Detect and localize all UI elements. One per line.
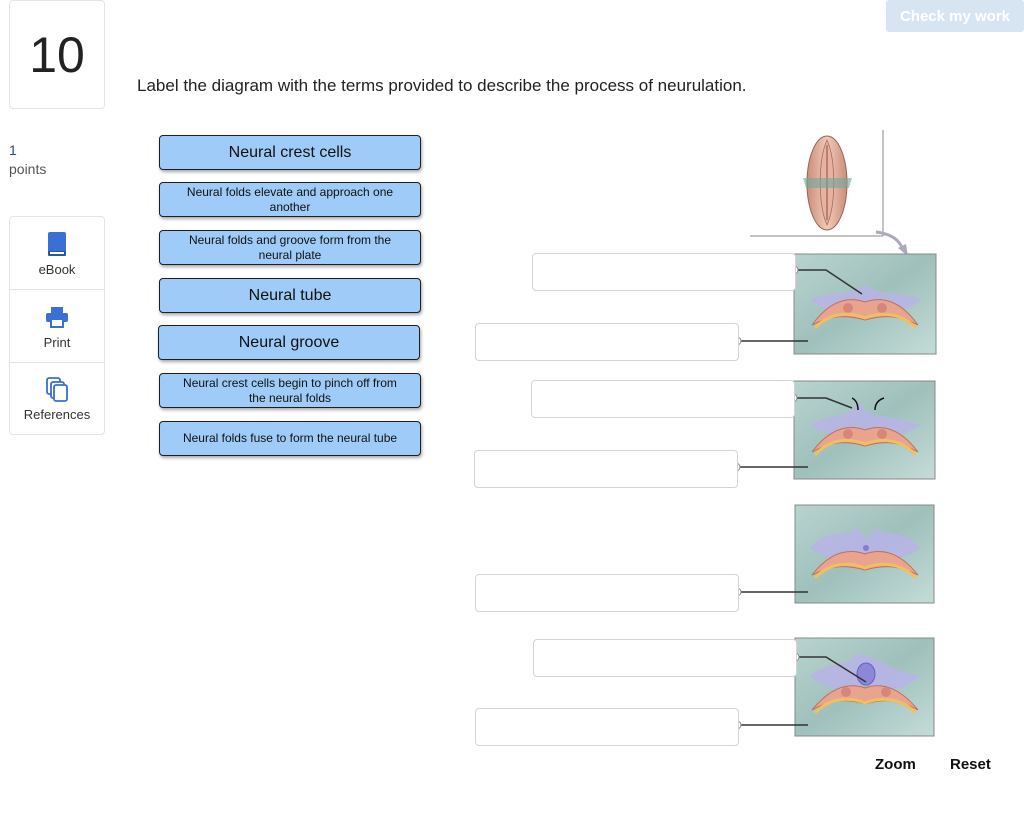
- embryo-overview-image: [750, 130, 908, 256]
- term-crest-cells-pinch-off[interactable]: Neural crest cells begin to pinch off fr…: [159, 373, 421, 408]
- label-dropzone-6[interactable]: [533, 639, 797, 677]
- label-dropzone-3[interactable]: [531, 380, 795, 418]
- term-folds-fuse[interactable]: Neural folds fuse to form the neural tub…: [159, 421, 421, 456]
- instruction-text: Label the diagram with the terms provide…: [137, 76, 747, 95]
- leader-lines: [736, 269, 867, 726]
- references-label: References: [23, 407, 91, 422]
- ebook-button[interactable]: eBook: [10, 217, 104, 290]
- neurulation-diagram: [731, 130, 937, 737]
- print-label: Print: [43, 334, 71, 350]
- term-neural-groove[interactable]: Neural groove: [158, 325, 420, 360]
- label-dropzone-4[interactable]: [474, 450, 738, 488]
- printer-icon: [45, 303, 69, 331]
- reset-button[interactable]: Reset: [950, 756, 991, 773]
- term-neural-folds-groove-form[interactable]: Neural folds and groove form from the ne…: [159, 230, 421, 265]
- side-tools: eBook Print References: [9, 216, 105, 435]
- label-dropzone-7[interactable]: [475, 708, 739, 746]
- label-dropzone-1[interactable]: [532, 253, 796, 291]
- check-my-work-button[interactable]: Check my work: [886, 0, 1024, 32]
- ebook-label: eBook: [38, 261, 76, 277]
- points-info: 1 points: [9, 141, 46, 179]
- references-button[interactable]: References: [10, 363, 104, 434]
- stage-panel-4: [794, 637, 935, 737]
- stage-panel-3: [794, 504, 935, 604]
- term-neural-crest-cells[interactable]: Neural crest cells: [159, 135, 421, 170]
- label-dropzone-2[interactable]: [475, 323, 739, 361]
- stage-panel-1: [793, 253, 937, 355]
- term-neural-folds-elevate[interactable]: Neural folds elevate and approach one an…: [159, 182, 421, 217]
- question-number: 10: [9, 0, 105, 109]
- stage-panel-2: [793, 380, 936, 480]
- print-button[interactable]: Print: [10, 290, 104, 363]
- copy-icon: [45, 375, 69, 403]
- term-neural-tube[interactable]: Neural tube: [159, 278, 421, 313]
- book-icon: [46, 230, 68, 258]
- points-value: 1: [9, 142, 17, 158]
- points-label: points: [9, 161, 47, 177]
- label-dropzone-5[interactable]: [475, 574, 739, 612]
- zoom-button[interactable]: Zoom: [875, 756, 916, 773]
